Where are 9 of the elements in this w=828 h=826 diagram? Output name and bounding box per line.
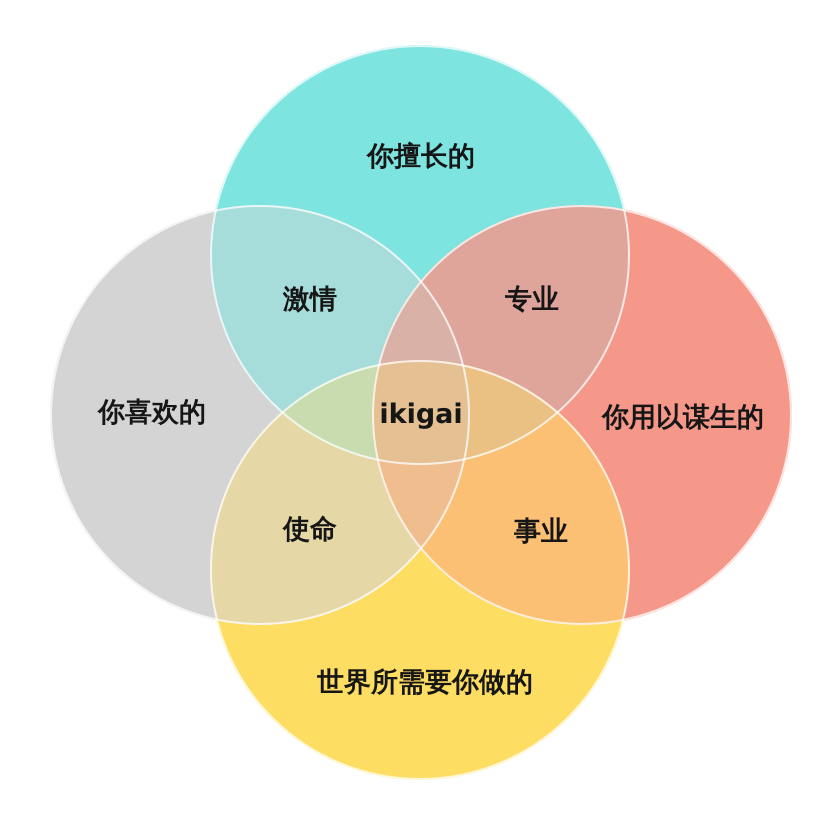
region-label: ikigai bbox=[379, 398, 463, 432]
circle-label: 你擅长的 bbox=[367, 140, 475, 174]
region-label: 使命 bbox=[283, 514, 337, 546]
region-label: 专业 bbox=[505, 284, 559, 316]
region-label: 激情 bbox=[283, 284, 337, 316]
circle-label: 你用以谋生的 bbox=[602, 402, 764, 434]
region-label: 事业 bbox=[514, 516, 568, 548]
circle-label: 你喜欢的 bbox=[98, 396, 206, 430]
circle-label: 世界所需要你做的 bbox=[317, 666, 533, 700]
